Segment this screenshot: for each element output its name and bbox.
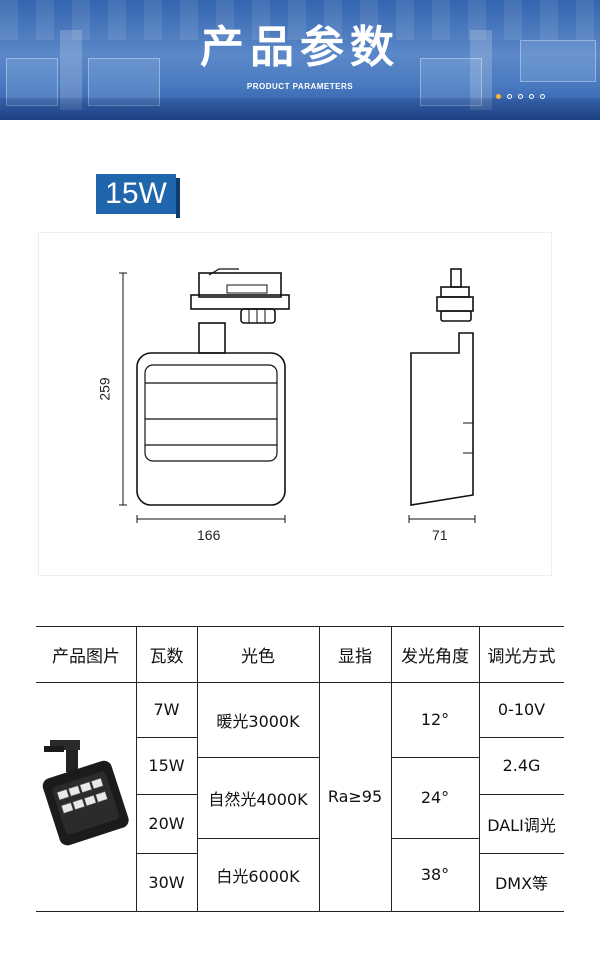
color-temp-cell: 白光6000K — [216, 866, 300, 886]
front-view — [136, 268, 290, 506]
side-view — [410, 268, 474, 506]
adapter-base — [190, 294, 290, 310]
product-image — [42, 740, 129, 846]
header-beam-angle: 发光角度 — [401, 646, 469, 667]
dimension-lines — [119, 272, 476, 523]
adapter-latch — [208, 268, 239, 276]
wattage-cell: 7W — [153, 700, 180, 719]
adapter-top — [198, 272, 282, 298]
dimming-cell: DALI调光 — [487, 815, 556, 835]
pager-dot[interactable] — [507, 94, 512, 99]
carousel-pager — [496, 94, 545, 99]
model-badge: 15W — [96, 174, 176, 214]
lamp-head — [42, 760, 129, 846]
cri-cell: Ra≥95 — [327, 787, 383, 806]
depth-dimension: 71 — [432, 527, 448, 543]
head-outline — [136, 352, 286, 506]
beam-angle-cell: 24° — [420, 788, 450, 807]
adapter-label — [226, 284, 268, 294]
pager-dot[interactable] — [518, 94, 523, 99]
stem — [198, 322, 226, 354]
lamp-stem — [66, 750, 78, 772]
side-adapter-base — [436, 296, 474, 312]
header-product-image: 产品图片 — [52, 646, 120, 667]
dimming-cell: 2.4G — [502, 756, 541, 775]
page-title: 产品参数 — [200, 22, 400, 73]
page-subtitle: PRODUCT PARAMETERS — [246, 82, 354, 91]
side-knob — [440, 310, 472, 322]
lamp-adapter — [50, 740, 80, 750]
spec-table: 产品图片 瓦数 光色 显指 发光角度 调光方式 7W 15W 20W 30W 暖… — [36, 626, 564, 912]
wattage-cell: 20W — [148, 814, 185, 833]
badge-shadow — [176, 178, 180, 218]
dimming-cell: DMX等 — [494, 874, 549, 893]
banner-ceiling — [0, 0, 600, 40]
dimming-cell: 0-10V — [497, 700, 546, 719]
pager-dot[interactable] — [529, 94, 534, 99]
wattage-cell: 30W — [148, 872, 185, 892]
height-dimension: 259 — [96, 377, 113, 401]
color-temp-cell: 暖光3000K — [216, 711, 300, 731]
pager-dot[interactable] — [540, 94, 545, 99]
beam-angle-cell: 12° — [420, 710, 450, 729]
side-body — [410, 332, 474, 506]
pager-dot[interactable] — [496, 94, 501, 99]
banner-pillar — [60, 30, 82, 110]
head-window — [144, 364, 278, 462]
adapter-knob — [240, 308, 276, 324]
header-banner: 产品参数 PRODUCT PARAMETERS — [0, 0, 600, 120]
beam-angle-cell: 38° — [420, 865, 450, 884]
banner-floor — [0, 98, 600, 120]
banner-display-case — [520, 40, 596, 82]
banner-pillar — [470, 30, 492, 110]
drawing-svg — [119, 268, 476, 523]
width-dimension: 166 — [197, 527, 221, 543]
header-dimming: 调光方式 — [487, 646, 556, 667]
header-light-color: 光色 — [241, 646, 275, 667]
dimension-drawing: 259 166 71 — [38, 232, 552, 576]
side-adapter-mid — [440, 286, 470, 298]
color-temp-cell: 自然光4000K — [208, 789, 308, 809]
header-cri: 显指 — [338, 646, 372, 667]
wattage-cell: 15W — [148, 756, 185, 775]
side-adapter-top — [450, 268, 462, 288]
header-wattage: 瓦数 — [149, 646, 184, 667]
lamp-leds — [56, 777, 108, 814]
